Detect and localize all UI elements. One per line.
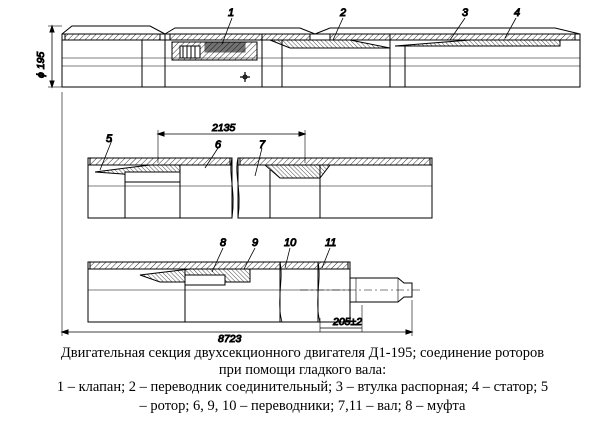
callout-2: 2 [339,7,346,19]
callout-1: 1 [228,7,234,19]
dimension-8723: 8723 [218,333,242,345]
callout-3: 3 [462,7,469,19]
lower-assembly-view [60,92,420,336]
upper-assembly-view [61,17,581,88]
caption-legend-line2: – ротор; 6, 9, 10 – переводники; 7,11 – … [139,398,466,414]
motor-section-drawing: 1 2 3 4 ϕ 195 [35,7,581,345]
middle-assembly-view [87,130,433,219]
callout-8: 8 [220,237,227,249]
callout-4: 4 [514,7,520,19]
caption-title-line2: при помощи гладкого вала: [218,362,387,378]
dimension-2135: 2135 [211,122,236,134]
callout-10: 10 [284,237,297,249]
callout-6: 6 [215,139,222,151]
callout-5: 5 [106,133,113,145]
diameter-dimension [48,24,62,89]
dimension-205: 205±2 [332,316,362,328]
callout-7: 7 [259,139,266,151]
callout-11: 11 [325,237,336,249]
callout-9: 9 [252,237,258,249]
caption-legend-line1: 1 – клапан; 2 – переводник соединительны… [56,379,549,395]
diameter-label: ϕ 195 [35,52,47,78]
caption-title-line1: Двигательная секция двухсекционного двиг… [60,345,545,361]
